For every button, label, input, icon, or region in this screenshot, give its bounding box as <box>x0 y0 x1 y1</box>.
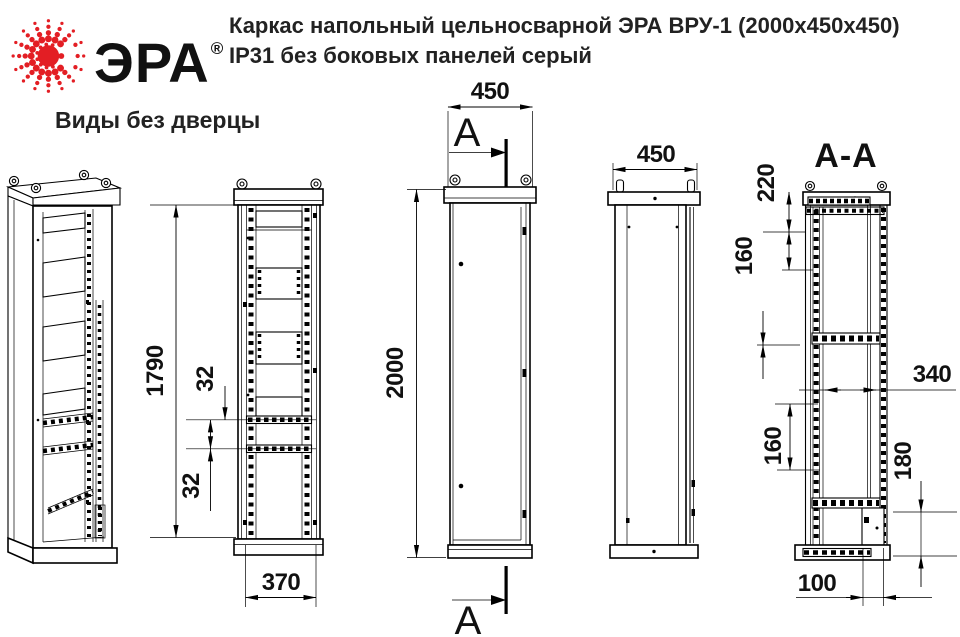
product-title: Каркас напольный цельносварной ЭРА ВРУ-1… <box>229 11 900 71</box>
base-plinth <box>233 538 324 556</box>
din-rail <box>42 414 94 426</box>
dim-rear-width: 450 <box>637 141 676 168</box>
view-front: 1790 32 32 370 <box>142 178 324 607</box>
era-logo: ЭРА® <box>8 2 224 110</box>
top-plate <box>233 188 324 206</box>
dim-section-top-pitch: 220 <box>753 164 780 203</box>
era-logo-text: ЭРА® <box>94 31 225 94</box>
din-rail <box>811 497 881 509</box>
view-side: 450 А <box>382 78 537 637</box>
din-rail <box>811 332 881 345</box>
section-cut-arrow-top: А <box>449 111 508 187</box>
product-title-line2: IP31 без боковых панелей серый <box>229 43 592 68</box>
era-sunburst-icon <box>11 19 86 93</box>
mounting-panel <box>42 212 86 234</box>
dim-rail-offset-lower: 32 <box>178 473 205 499</box>
view-isometric <box>5 169 123 565</box>
lifting-eye-icon <box>804 180 888 192</box>
section-cut-label-top: А <box>454 111 481 155</box>
view-section: А-А <box>731 137 957 606</box>
dim-section-bottom-zone: 180 <box>890 442 917 481</box>
dim-section-pitch-lower: 160 <box>760 427 787 466</box>
section-cut-arrow-bottom: А <box>452 566 508 637</box>
mounting-panel <box>255 210 303 228</box>
lifting-eye-icon <box>8 169 112 194</box>
dim-section-inner-depth: 340 <box>913 361 952 388</box>
section-title: А-А <box>814 137 877 175</box>
lifting-eye-icon <box>615 179 696 193</box>
view-rear: 450 <box>607 141 701 559</box>
dim-side-depth: 450 <box>471 78 510 105</box>
lifting-eye-icon <box>236 178 322 190</box>
registered-mark: ® <box>210 39 225 58</box>
dim-side-height: 2000 <box>382 347 409 399</box>
dim-rail-offset-upper: 32 <box>192 366 219 392</box>
views-subtitle: Виды без дверцы <box>55 107 261 133</box>
lifting-eye-icon <box>449 174 532 186</box>
base-plinth <box>447 544 533 559</box>
dim-front-base-width: 370 <box>262 569 301 596</box>
top-plate <box>443 186 537 204</box>
dim-front-height: 1790 <box>142 345 169 397</box>
dim-section-base-depth: 100 <box>798 570 837 597</box>
product-title-line1: Каркас напольный цельносварной ЭРА ВРУ-1… <box>229 13 900 38</box>
section-cut-label-bottom: А <box>455 599 482 637</box>
dim-section-pitch-upper: 160 <box>731 237 758 276</box>
bottom-bracket <box>861 507 885 546</box>
